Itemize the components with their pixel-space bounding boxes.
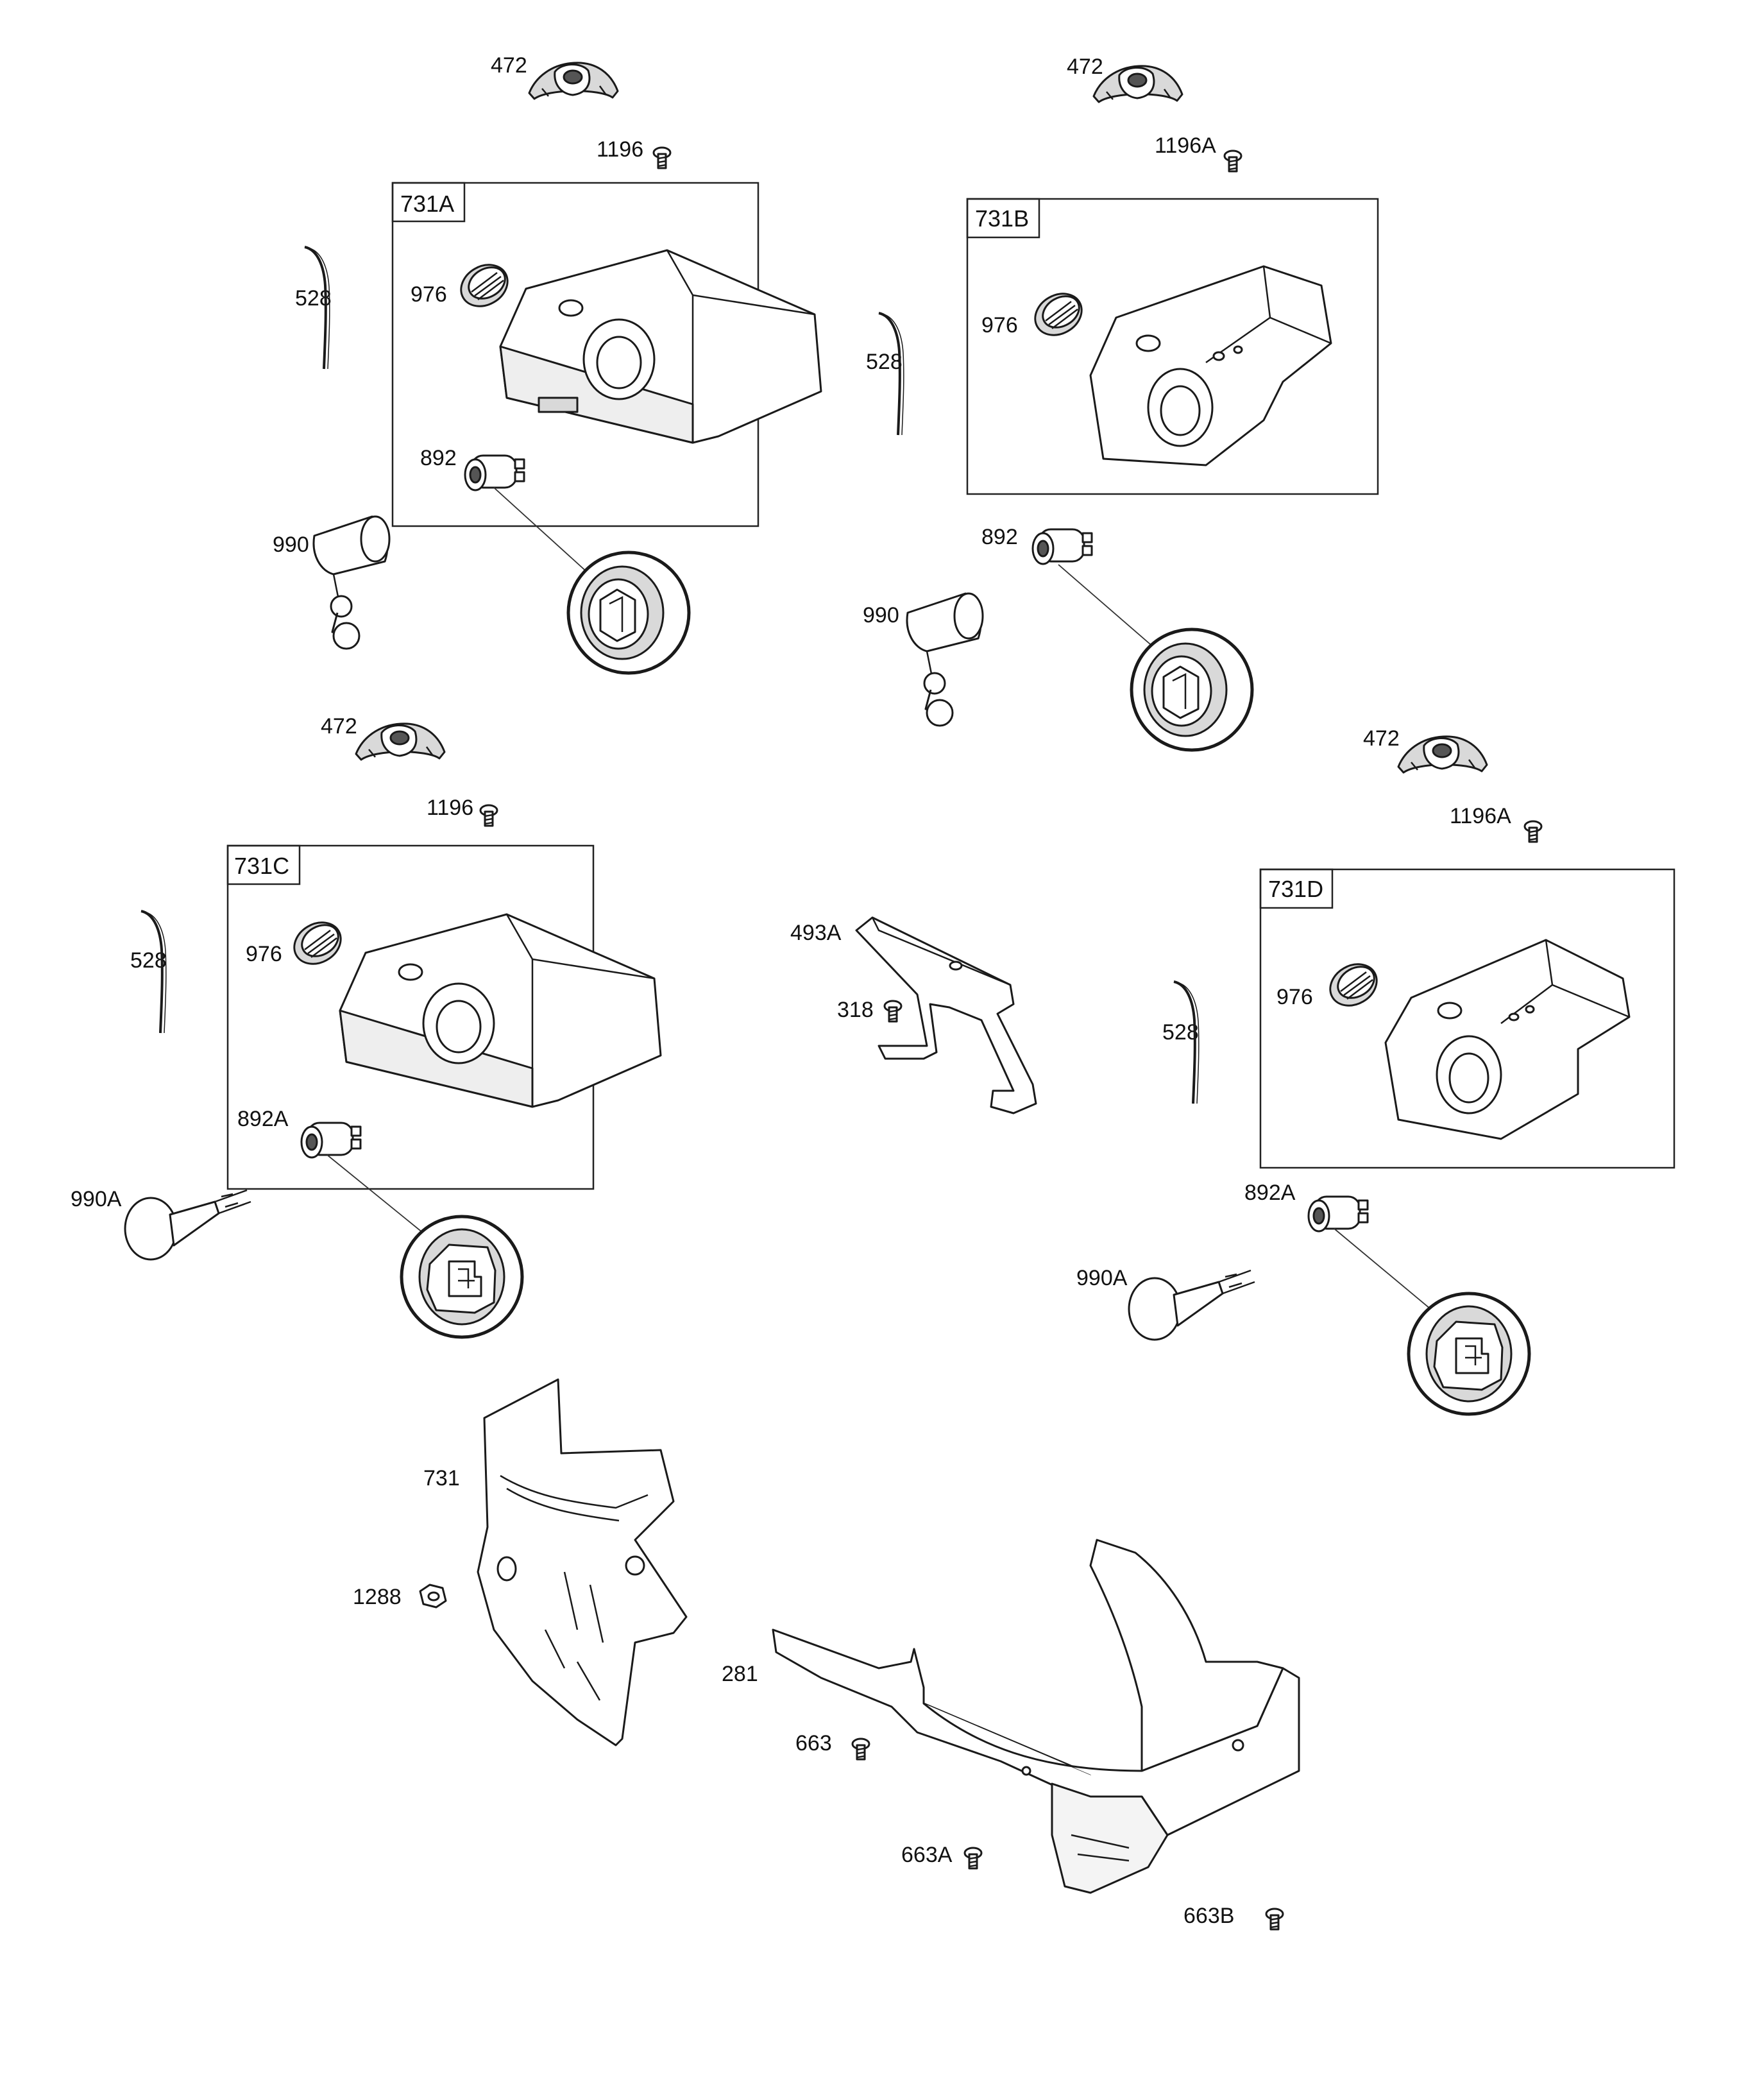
screw-icon	[652, 146, 672, 169]
screw-icon	[1223, 149, 1242, 173]
screw-icon	[1265, 1908, 1284, 1931]
grommet-icon	[1321, 955, 1386, 1015]
label-box-731A	[391, 182, 466, 223]
cover-icon	[339, 913, 662, 1108]
label-1196-a: 1196	[597, 137, 643, 162]
label-318: 318	[837, 998, 874, 1022]
group-731B: 731B 472 1196A 976 528 892 990	[863, 55, 1379, 750]
knob-icon	[528, 62, 619, 100]
label-281: 281	[722, 1662, 758, 1686]
frame-731D	[1259, 868, 1675, 1169]
detail-circle-icon	[1409, 1294, 1529, 1414]
knob-icon	[1128, 1269, 1256, 1341]
label-box-731C	[226, 844, 301, 885]
label-892A-d: 892A	[1244, 1181, 1296, 1205]
switch-icon	[300, 1122, 362, 1159]
group-731A: 731A 472 1196 976 528 892 990	[273, 53, 822, 673]
label-472-a: 472	[491, 53, 527, 78]
label-731A: 731A	[400, 191, 454, 217]
knob-icon	[1397, 735, 1488, 774]
shroud-icon	[477, 1378, 688, 1746]
screw-icon	[479, 804, 498, 827]
grommet-icon	[1026, 284, 1090, 345]
detail-circle-icon	[1132, 629, 1252, 750]
knob-icon	[124, 1189, 252, 1261]
screw-icon	[963, 1847, 983, 1870]
label-976-b: 976	[981, 313, 1018, 337]
label-892-b: 892	[981, 525, 1018, 549]
switch-icon	[1307, 1195, 1369, 1233]
switch-icon	[464, 454, 525, 491]
nut-icon	[419, 1584, 447, 1609]
label-1288: 1288	[353, 1585, 402, 1609]
label-731: 731	[423, 1466, 460, 1490]
label-1196A-d: 1196A	[1450, 804, 1511, 828]
label-990A-d: 990A	[1076, 1266, 1128, 1290]
label-731C: 731C	[234, 853, 289, 879]
shroud-icon	[772, 1539, 1300, 1894]
cover-icon	[1089, 265, 1332, 466]
label-976-d: 976	[1276, 985, 1313, 1009]
detail-circle-icon	[402, 1217, 522, 1337]
label-472-c: 472	[321, 714, 357, 739]
label-990A-c: 990A	[71, 1187, 122, 1211]
label-663B: 663B	[1183, 1904, 1234, 1928]
label-976-c: 976	[246, 942, 282, 966]
label-663: 663	[795, 1731, 832, 1755]
screw-icon	[883, 1000, 903, 1023]
bracket-icon	[855, 916, 1037, 1114]
group-731D: 731D 472 1196A 976 528 892A 990A	[1076, 726, 1675, 1414]
switch-icon	[1031, 528, 1093, 565]
cover-icon	[1384, 939, 1631, 1140]
bracket-assembly: 493A 318	[790, 916, 1037, 1114]
grommet-icon	[285, 913, 350, 973]
label-990-b: 990	[863, 603, 899, 628]
label-990-a: 990	[273, 533, 309, 557]
label-1196-c: 1196	[427, 796, 473, 820]
knob-icon	[355, 722, 446, 761]
label-493A: 493A	[790, 921, 842, 945]
label-731D: 731D	[1268, 876, 1323, 902]
group-731C: 731C 472 1196 976 528 892A 990A	[71, 714, 662, 1337]
cover-icon	[499, 249, 822, 444]
label-box-731B	[966, 198, 1040, 239]
label-472-b: 472	[1067, 55, 1103, 79]
label-472-d: 472	[1363, 726, 1400, 751]
wire-icon	[878, 312, 905, 436]
label-976-a: 976	[411, 282, 447, 307]
label-1196A-b: 1196A	[1155, 133, 1216, 158]
label-892A-c: 892A	[237, 1107, 289, 1131]
screw-icon	[1523, 820, 1543, 843]
detail-circle-icon	[568, 552, 689, 673]
label-box-731D	[1259, 868, 1334, 909]
screw-icon	[851, 1738, 870, 1761]
shroud-assembly: 731 1288 281 663 663A 663B	[353, 1378, 1300, 1931]
key-icon	[312, 515, 391, 650]
key-icon	[906, 592, 984, 727]
label-892-a: 892	[420, 446, 457, 470]
knob-icon	[1092, 65, 1183, 103]
grommet-icon	[452, 255, 516, 316]
label-663A: 663A	[901, 1843, 953, 1867]
frame-731B	[966, 198, 1379, 495]
label-528-b: 528	[866, 350, 903, 374]
label-731B: 731B	[975, 205, 1029, 232]
label-528-d: 528	[1162, 1020, 1199, 1045]
